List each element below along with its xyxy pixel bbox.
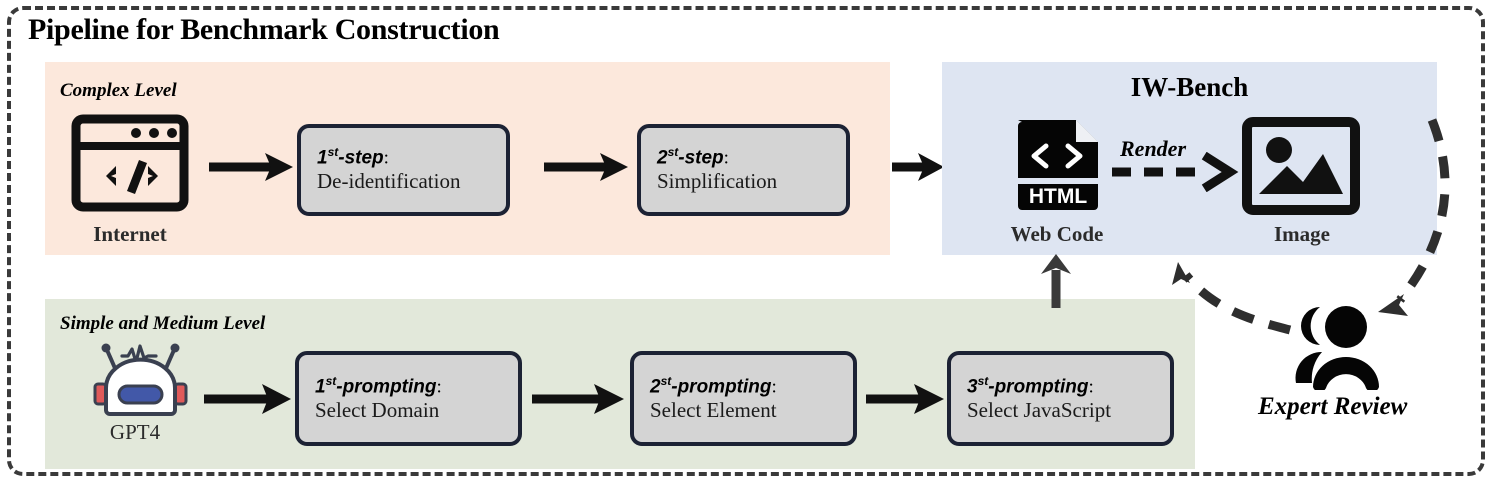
internet-caption: Internet <box>93 222 167 246</box>
simple-step-1[interactable]: 1st-prompting: Select Domain <box>295 351 522 446</box>
iw-bench-title: IW-Bench <box>1130 72 1249 102</box>
simple-step-3[interactable]: 3st-prompting: Select JavaScript <box>947 351 1174 446</box>
web-code-caption: Web Code <box>1010 222 1104 246</box>
complex-step-2[interactable]: 2st-step: Simplification <box>637 124 850 216</box>
picture-icon <box>1241 116 1361 216</box>
robot-icon <box>88 340 193 420</box>
complex-step-1-body: De-identification <box>317 169 461 194</box>
complex-step-1-head: 1st-step: <box>317 145 389 169</box>
image-caption: Image <box>1274 222 1330 246</box>
simple-step-2[interactable]: 2st-prompting: Select Element <box>630 351 857 446</box>
figure-border <box>7 6 1485 476</box>
simple-step-1-head: 1st-prompting: <box>315 373 442 398</box>
two-people-icon <box>1280 295 1395 392</box>
simple-step-1-body: Select Domain <box>315 397 440 422</box>
page-title: Pipeline for Benchmark Construction <box>28 13 500 46</box>
simple-step-3-head: 3st-prompting: <box>967 373 1094 398</box>
complex-step-2-head: 2st-step: <box>657 145 729 169</box>
simple-step-2-body: Select Element <box>650 397 777 422</box>
svg-text:HTML: HTML <box>1029 185 1087 208</box>
simple-step-3-body: Select JavaScript <box>967 397 1112 422</box>
html-file-icon: HTML <box>1012 114 1104 214</box>
complex-step-1[interactable]: 1st-step: De-identification <box>297 124 510 216</box>
simple-step-2-head: 2st-prompting: <box>650 373 777 398</box>
browser-code-icon <box>70 113 190 213</box>
expert-review-label: Expert Review <box>1258 393 1408 420</box>
simple-level-label: Simple and Medium Level <box>60 313 266 334</box>
gpt4-caption: GPT4 <box>109 420 161 444</box>
render-label: Render <box>1120 136 1186 161</box>
complex-step-2-body: Simplification <box>657 169 778 194</box>
complex-level-label: Complex Level <box>60 80 177 101</box>
